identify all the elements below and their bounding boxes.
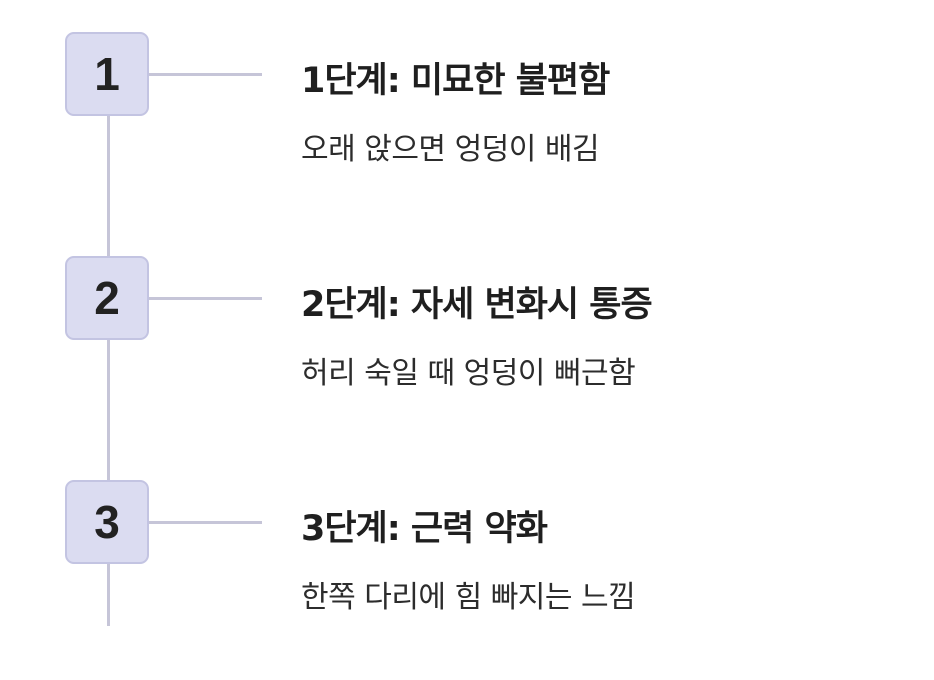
- step-number-badge: 1: [65, 32, 149, 116]
- step-description: 허리 숙일 때 엉덩이 뻐근함: [301, 356, 636, 391]
- step-description: 오래 앉으면 엉덩이 배김: [301, 132, 600, 167]
- timeline-step-1: 1 1단계: 미묘한 불편함 오래 앉으면 엉덩이 배김: [0, 32, 934, 232]
- step-title: 2단계: 자세 변화시 통증: [301, 285, 653, 325]
- timeline-vertical-line: [107, 74, 110, 626]
- step-connector-line: [149, 297, 262, 300]
- step-number-badge: 2: [65, 256, 149, 340]
- timeline-step-3: 3 3단계: 근력 약화 한쪽 다리에 힘 빠지는 느낌: [0, 480, 934, 680]
- step-number-badge: 3: [65, 480, 149, 564]
- stage-timeline: 1 1단계: 미묘한 불편함 오래 앉으면 엉덩이 배김 2 2단계: 자세 변…: [0, 32, 934, 626]
- step-connector-line: [149, 73, 262, 76]
- timeline-step-2: 2 2단계: 자세 변화시 통증 허리 숙일 때 엉덩이 뻐근함: [0, 256, 934, 456]
- step-title: 1단계: 미묘한 불편함: [301, 61, 610, 101]
- step-connector-line: [149, 521, 262, 524]
- step-title: 3단계: 근력 약화: [301, 509, 548, 549]
- step-description: 한쪽 다리에 힘 빠지는 느낌: [301, 580, 636, 615]
